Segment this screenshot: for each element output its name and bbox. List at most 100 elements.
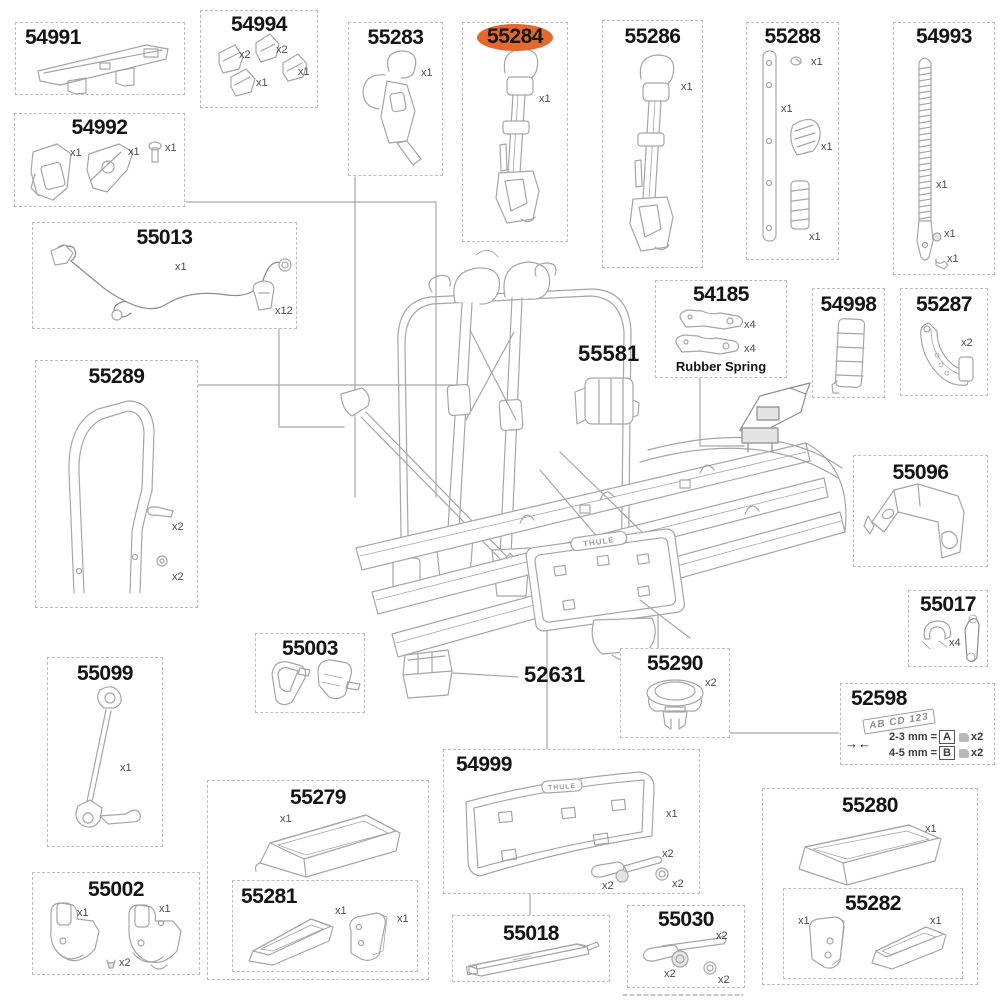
part-box-55002[interactable]: 55002 x1 x1 x2	[32, 872, 200, 975]
part-number: 55282	[845, 892, 901, 915]
lever-part-drawing	[739, 382, 811, 453]
part-box-55290[interactable]: 55290 x2	[620, 648, 730, 738]
part-box-55279[interactable]: 55279 x1 55281 x1 x1	[207, 780, 429, 980]
part-label-52631[interactable]: 52631	[524, 662, 586, 687]
part-54999-drawing: THULE	[465, 771, 669, 883]
part-number: 55279	[290, 786, 346, 809]
qty-label: x1	[925, 823, 937, 835]
part-55030-drawing	[643, 935, 727, 975]
qty-label: x1	[944, 228, 956, 240]
qty-label: x1	[930, 915, 942, 927]
qty-label: x1	[165, 142, 177, 154]
part-number: 55286	[624, 25, 681, 48]
part-55099-drawing	[75, 686, 141, 828]
part-box-55030[interactable]: 55030 x2 x2 x2	[627, 905, 745, 988]
part-box-55099[interactable]: 55099 x1	[47, 657, 163, 847]
qty-label: x2	[119, 957, 131, 969]
spacer-letter: B	[939, 746, 955, 760]
part-number: 54185	[693, 283, 749, 306]
qty-label: x2	[970, 747, 984, 759]
thule-logo-text: THULE	[583, 535, 616, 548]
part-54998-drawing	[831, 318, 866, 394]
part-54185-drawing	[675, 309, 744, 355]
qty-label: x1	[120, 762, 132, 774]
part-box-55017[interactable]: 55017 x4	[908, 590, 988, 667]
part-box-55280[interactable]: 55280 x1 55282 x1 x1	[762, 788, 978, 985]
qty-label: x2	[276, 44, 288, 56]
part-number: 55096	[892, 461, 949, 484]
part-box-55284[interactable]: 55284 x1	[462, 22, 568, 242]
part-55017-drawing	[921, 614, 980, 663]
part-box-55013[interactable]: 55013 x1 x12	[32, 222, 297, 329]
qty-label: x1	[77, 907, 89, 919]
qty-label: x2	[716, 930, 728, 942]
part-box-55282[interactable]: 55282 x1 x1	[783, 888, 963, 979]
part-number: 55290	[647, 652, 703, 675]
part-55018-drawing	[465, 941, 600, 977]
part-box-55283[interactable]: 55283 x1	[348, 22, 443, 176]
part-number: 54999	[456, 753, 512, 776]
part-box-55287[interactable]: 55287 x2	[900, 288, 988, 396]
part-number: 55099	[77, 662, 133, 685]
part-54991-drawing	[37, 44, 169, 95]
part-box-55288[interactable]: 55288 x1 x1 x1 x1	[746, 22, 839, 260]
qty-label: x1	[159, 903, 171, 915]
part-box-54991[interactable]: 54991	[15, 22, 185, 95]
part-55284-drawing	[495, 48, 540, 224]
qty-label: x1	[936, 179, 948, 191]
spacer-clip-icon	[958, 732, 969, 742]
part-box-54992[interactable]: 54992 x1 x1 x1	[14, 113, 185, 207]
qty-label: x2	[961, 337, 973, 349]
part-54992-drawing	[30, 141, 162, 201]
part-number: 55030	[658, 908, 714, 931]
part-box-54185[interactable]: 54185 x4 x4 Rubber Spring	[655, 280, 787, 378]
qty-label: x1	[821, 141, 833, 153]
part-box-55286[interactable]: 55286 x1	[602, 20, 703, 268]
qty-label: x2	[672, 878, 684, 890]
part-label-55581[interactable]: 55581	[578, 341, 640, 366]
part-55282-drawing	[809, 916, 947, 970]
part-box-55096[interactable]: 55096	[853, 455, 988, 567]
part-box-55289[interactable]: 55289 x2 x2	[35, 360, 198, 608]
part-55290-drawing	[646, 679, 704, 730]
part-55286-drawing	[629, 54, 675, 252]
qty-label: x1	[781, 103, 793, 115]
qty-label: x4	[949, 637, 961, 649]
part-number: 54998	[820, 293, 877, 316]
part-number: 55017	[920, 593, 976, 616]
part-box-54994[interactable]: 54994 x2 x2 x1 x1	[200, 10, 318, 108]
part-54993-drawing	[916, 57, 949, 270]
part-55281-drawing	[248, 912, 388, 966]
part-55280-drawing	[798, 824, 942, 886]
part-number: 54993	[916, 25, 972, 48]
part-number: 55018	[503, 922, 559, 945]
part-number: 55281	[241, 885, 297, 908]
spacer-size: 2-3 mm =	[889, 731, 937, 743]
qty-label: x2	[664, 968, 676, 980]
part-55283-drawing	[362, 50, 422, 166]
part-box-54999[interactable]: 54999 THULE x1 x2 x2 x2	[443, 749, 700, 894]
qty-label: x1	[335, 905, 347, 917]
qty-label: x1	[70, 147, 82, 159]
part-number: 54994	[231, 13, 287, 36]
part-box-54998[interactable]: 54998	[812, 288, 885, 398]
qty-label: x1	[175, 261, 187, 273]
qty-label: x1	[811, 56, 823, 68]
qty-label: x2	[705, 677, 717, 689]
part-55003-drawing	[271, 659, 361, 706]
qty-label: x1	[256, 77, 268, 89]
part-box-55018[interactable]: 55018	[452, 915, 610, 982]
part-box-54993[interactable]: 54993 x1 x1	[893, 22, 995, 275]
part-caption: Rubber Spring	[675, 359, 767, 374]
qty-label: x2	[662, 848, 674, 860]
part-55287-drawing	[920, 322, 974, 386]
qty-label: x1	[539, 93, 551, 105]
part-number: 52598	[851, 687, 907, 710]
spacer-size: 4-5 mm =	[889, 747, 937, 759]
qty-label: x1	[397, 913, 409, 925]
part-box-55003[interactable]: 55003	[255, 633, 365, 713]
part-box-55281[interactable]: 55281 x1 x1	[232, 880, 418, 972]
